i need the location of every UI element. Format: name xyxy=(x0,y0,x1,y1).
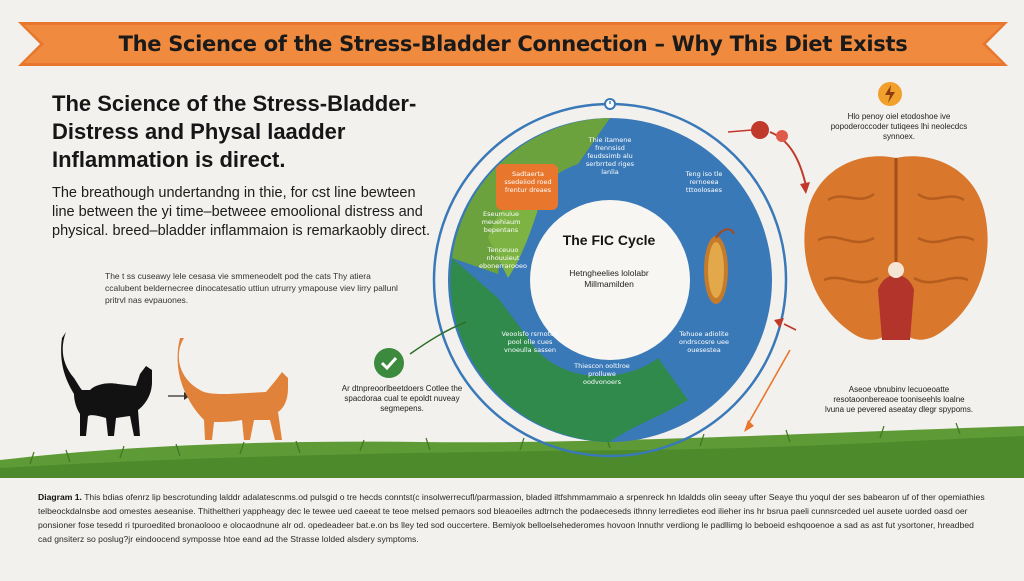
brain-icon xyxy=(804,156,988,340)
note-left: Ar dtnpreoorlbeetdoers Cotlee the spacdo… xyxy=(341,384,463,413)
lightning-icon xyxy=(878,82,902,106)
grass-ground xyxy=(0,422,1024,478)
cats-illustration xyxy=(61,332,288,440)
diagram-caption: Diagram 1. This bdias ofenrz lip bescrot… xyxy=(38,490,988,546)
banner-ribbon xyxy=(18,22,1008,66)
cat-orange-icon xyxy=(177,338,288,440)
cycle-title: The FIC Cycle xyxy=(562,232,656,248)
check-icon xyxy=(374,348,404,378)
cat-black-icon xyxy=(61,332,152,436)
segment-label-4: Tehuoe adiolite ondrscosre uee ouesestea xyxy=(679,330,729,354)
subheadline: The breathough undertandng in thie, for … xyxy=(52,185,430,239)
segment-label-1: Thie itamene frennsisd feudssimb alu ser… xyxy=(585,136,635,176)
headline: The Science of the Stress-Bladder-Distre… xyxy=(52,91,417,172)
segment-label-2: Sadtaerta ssedeiiod roed frentur dreaes xyxy=(504,170,552,194)
page-title: The Science of the Stress-Bladder Connec… xyxy=(118,32,908,56)
segment-label-6: Veoolsfo rsrnotelt pool olle cues vnoeul… xyxy=(501,330,559,354)
segment-label-7: Tenceuuo nhouuieut ebonerrarooeo xyxy=(479,246,527,270)
title-banner: The Science of the Stress-Bladder Connec… xyxy=(18,22,1008,66)
bladder-icon xyxy=(704,228,735,304)
cycle-subtitle: Hetngheelies lololabr Millmamilden xyxy=(569,268,649,289)
note-right-bottom: Aseoe vbnubinv lecuoeoatte resotaoonbere… xyxy=(824,385,974,414)
segment-label-8: Eseumuiue meuehiaum bepentans xyxy=(481,210,521,234)
fic-cycle-diagram xyxy=(432,98,788,458)
orange-segment xyxy=(496,164,558,210)
clock-icon xyxy=(604,98,616,110)
segment-label-3: Teng iso tle rernoeea tttoolosaes xyxy=(685,170,723,194)
segment-label-5: Thiescon ooltlroe prolluwe oodvonoers xyxy=(574,362,630,386)
note-right-top: Hlo penoy oiel etodoshoe ive popoderocco… xyxy=(830,112,968,141)
caption-lead: Diagram 1. xyxy=(38,492,82,502)
caption-text: This bdias ofenrz lip bescrotunding lald… xyxy=(38,492,985,544)
intro-note: The t ss cuseawy lele cesasa vie smmeneo… xyxy=(105,271,398,305)
